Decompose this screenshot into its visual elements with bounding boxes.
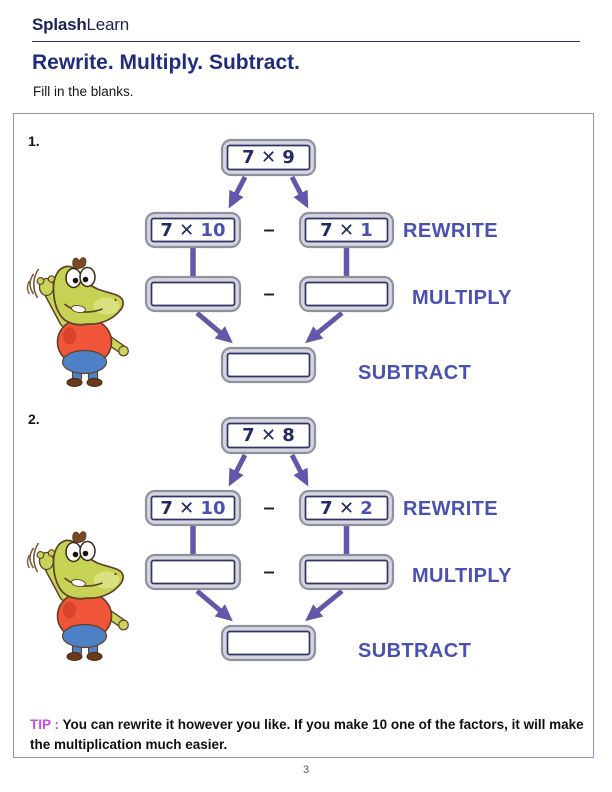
- problem-1-number: 1.: [28, 133, 40, 149]
- logo-text-learn: Learn: [86, 15, 130, 34]
- rewrite-left-box: 7 ✕ 10: [144, 489, 242, 527]
- problem-2-diagram: 7 ✕ 8 7 ✕ 10 – 7 ✕ 2 REWRITE – MULTIPLY: [144, 416, 512, 662]
- arrow-multiply-to-subtract-left: [195, 589, 233, 622]
- minus-sign-multiply: –: [263, 561, 274, 583]
- top-expression-box: 7 ✕ 8: [220, 416, 317, 455]
- rewrite-left-box: 7 ✕ 10: [144, 211, 242, 249]
- tip-label: TIP :: [30, 716, 60, 732]
- arrow-top-to-rewrite-left: [228, 175, 248, 209]
- splashlearn-logo: SplashLearn: [32, 15, 129, 35]
- top-expression-text: 7 ✕ 8: [242, 425, 295, 446]
- minus-sign-rewrite: –: [263, 497, 274, 519]
- top-expression-box: 7 ✕ 9: [220, 138, 317, 177]
- arrow-multiply-to-subtract-left: [195, 311, 233, 344]
- instructions-text: Fill in the blanks.: [33, 84, 134, 99]
- rewrite-right-text: 7 ✕ 1: [320, 220, 373, 241]
- answer-box-multiply-right[interactable]: [298, 275, 395, 313]
- subtract-label: SUBTRACT: [358, 362, 471, 384]
- rewrite-left-text: 7 ✕ 10: [160, 498, 225, 519]
- arrow-top-to-rewrite-left: [228, 453, 248, 487]
- top-expression-text: 7 ✕ 9: [242, 147, 295, 168]
- arrow-multiply-to-subtract-right: [305, 311, 344, 344]
- arrow-top-to-rewrite-right: [289, 175, 309, 209]
- rewrite-left-text: 7 ✕ 10: [160, 220, 225, 241]
- problem-2-number: 2.: [28, 411, 40, 427]
- minus-sign-rewrite: –: [263, 219, 274, 241]
- answer-box-multiply-left[interactable]: [144, 275, 242, 313]
- mascot-character: [22, 528, 137, 662]
- answer-box-subtract[interactable]: [220, 346, 317, 384]
- multiply-label: MULTIPLY: [412, 287, 512, 309]
- minus-sign-multiply: –: [263, 283, 274, 305]
- page-number: 3: [302, 764, 310, 776]
- header-divider: [32, 41, 580, 42]
- tip-body: You can rewrite it however you like. If …: [30, 716, 584, 753]
- page-title: Rewrite. Multiply. Subtract.: [32, 51, 300, 74]
- answer-box-multiply-right[interactable]: [298, 553, 395, 591]
- tip-text: TIP : You can rewrite it however you lik…: [30, 715, 590, 757]
- arrow-multiply-to-subtract-right: [305, 589, 344, 622]
- problem-1-diagram: 7 ✕ 9 7 ✕ 10 – 7 ✕ 1 REWRITE – MULTIPLY: [144, 138, 512, 384]
- rewrite-right-box: 7 ✕ 2: [298, 489, 395, 527]
- answer-box-subtract[interactable]: [220, 624, 317, 662]
- subtract-label: SUBTRACT: [358, 640, 471, 662]
- rewrite-right-box: 7 ✕ 1: [298, 211, 395, 249]
- rewrite-label: REWRITE: [403, 220, 498, 242]
- mascot-character: [22, 254, 137, 388]
- logo-text-splash: Splash: [32, 15, 87, 34]
- rewrite-right-text: 7 ✕ 2: [320, 498, 373, 519]
- multiply-label: MULTIPLY: [412, 565, 512, 587]
- answer-box-multiply-left[interactable]: [144, 553, 242, 591]
- rewrite-label: REWRITE: [403, 498, 498, 520]
- arrow-top-to-rewrite-right: [289, 453, 309, 487]
